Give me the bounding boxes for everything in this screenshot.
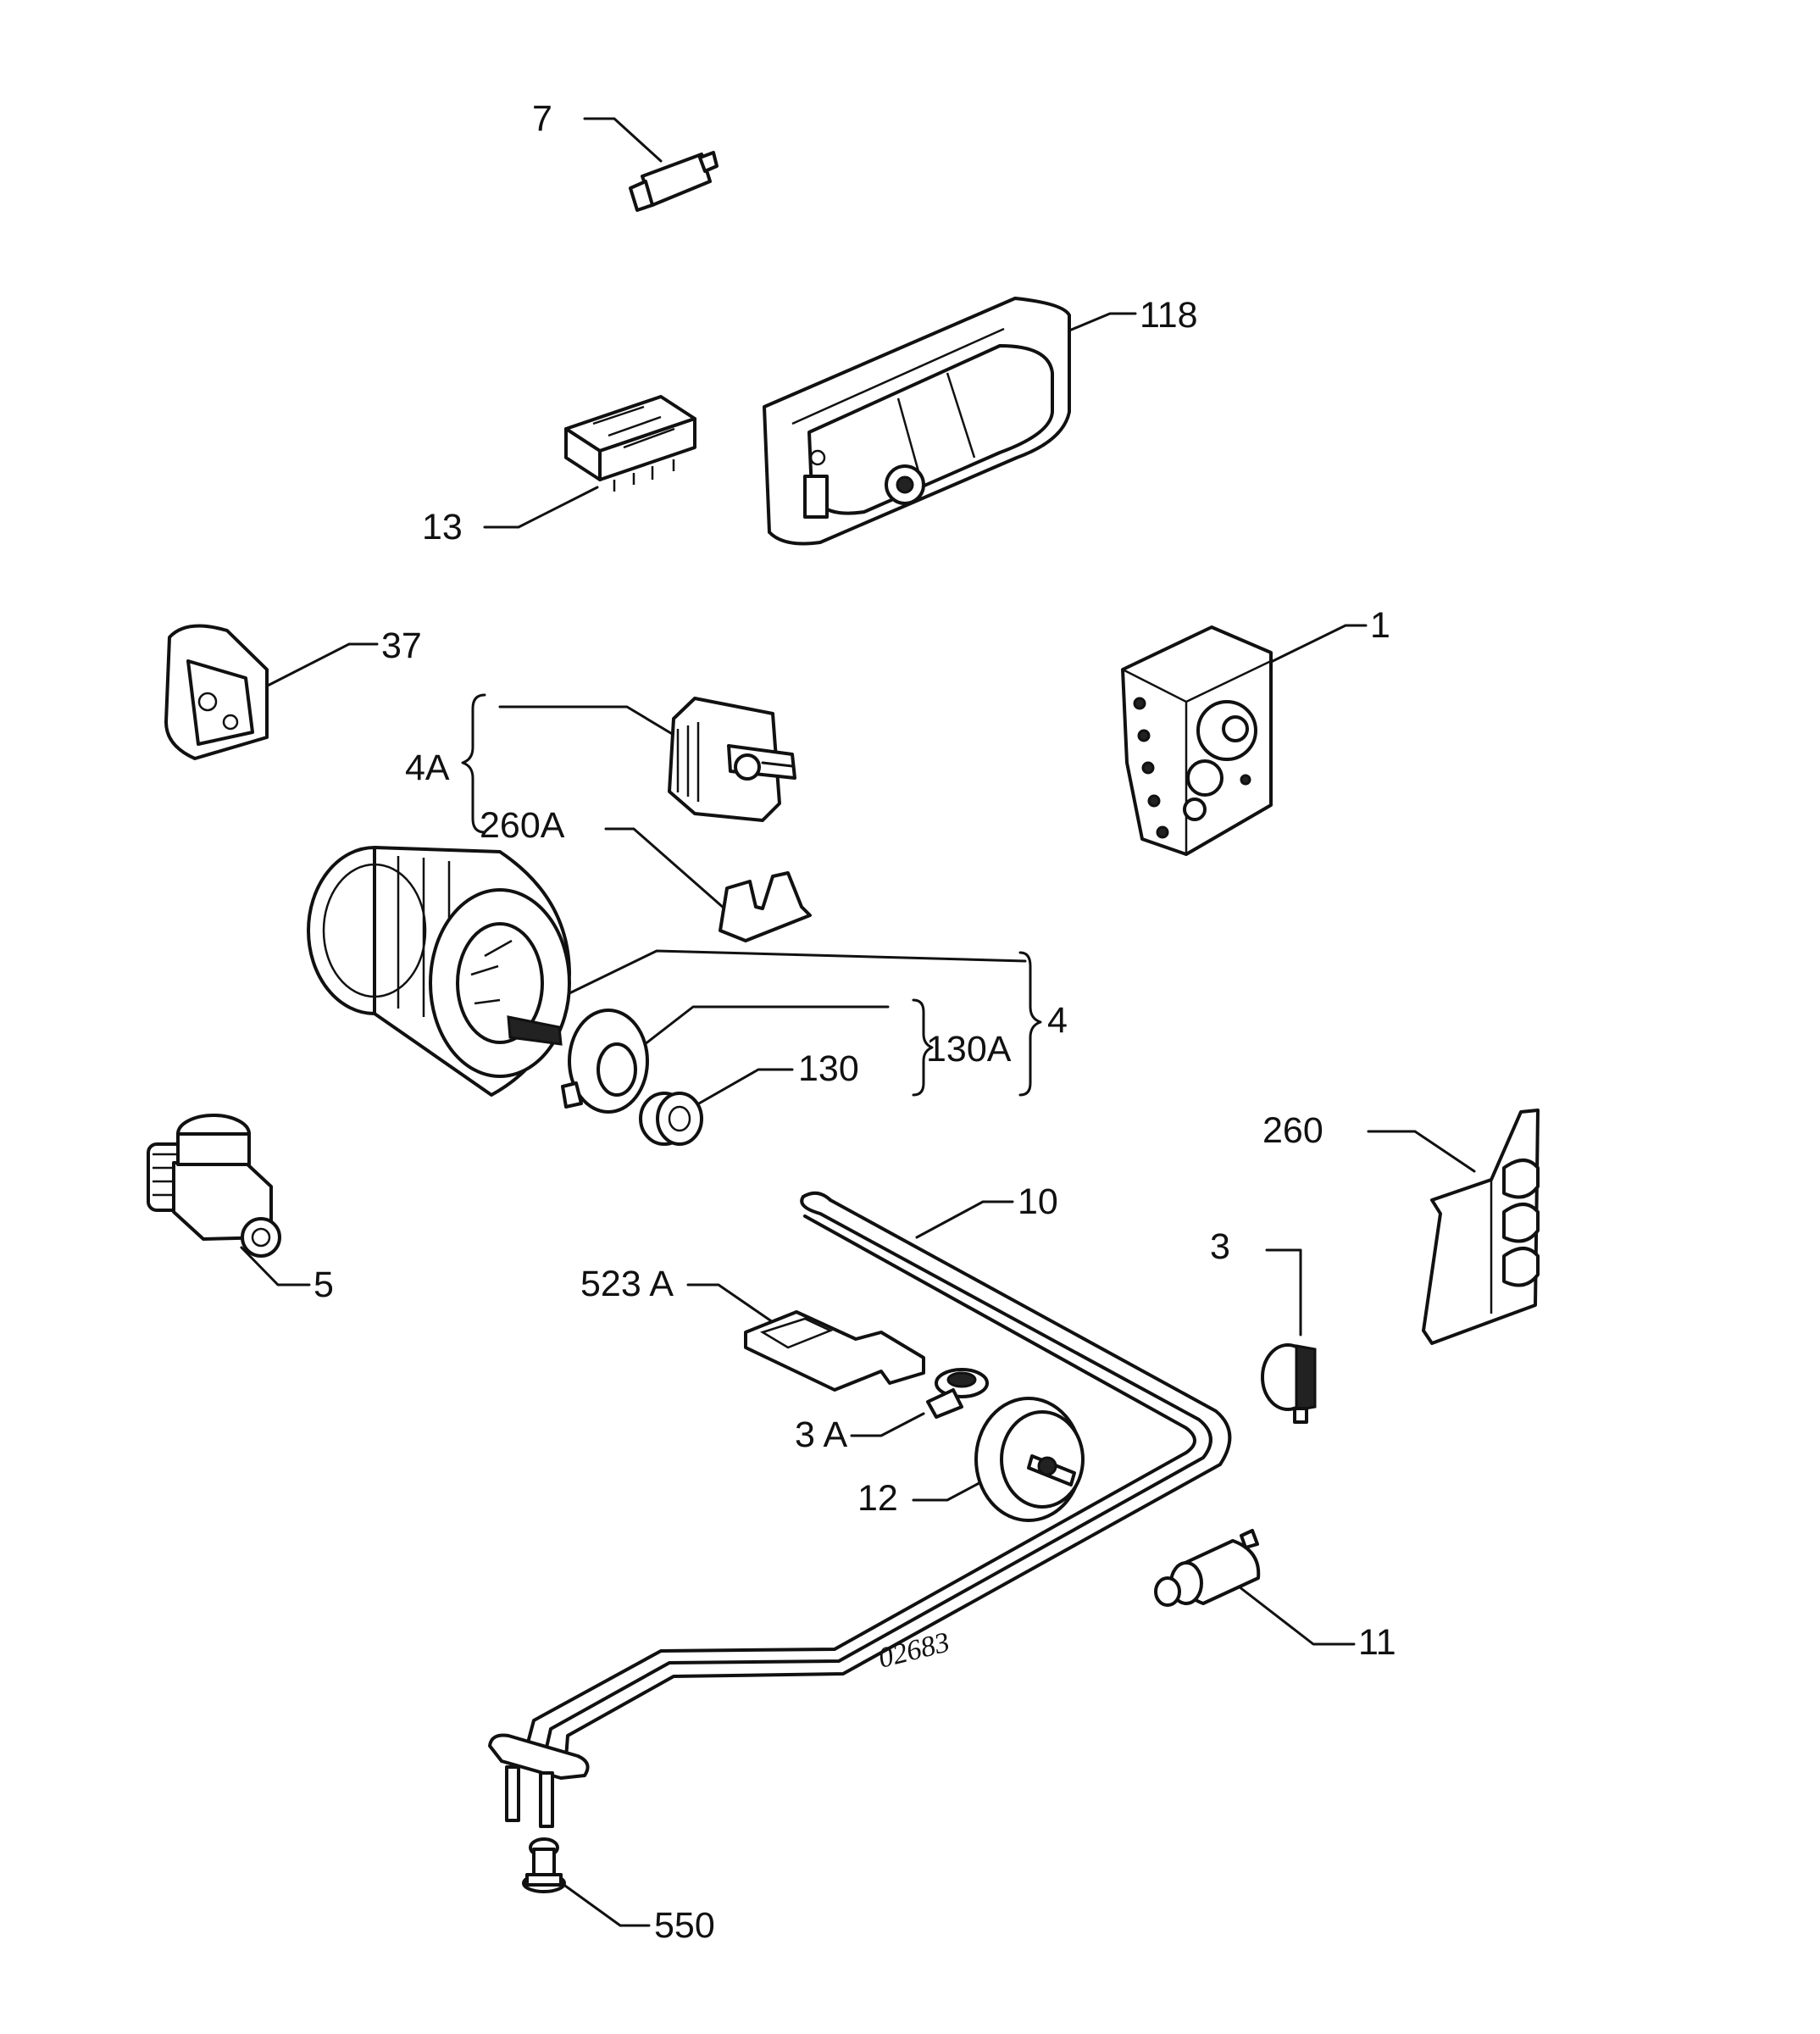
part-130a-pulley (561, 1009, 649, 1114)
label-12: 12 (857, 1478, 898, 1519)
part-260a-bracket (719, 871, 812, 942)
label-260: 260 (1262, 1110, 1323, 1151)
part-13-switch-block (564, 395, 696, 492)
part-118-dispenser (763, 297, 1071, 546)
label-118: 118 (1140, 295, 1198, 336)
part-11-capacitor (1154, 1529, 1261, 1607)
part-3-thermostat (1261, 1343, 1317, 1424)
label-3a: 3 A (795, 1414, 847, 1455)
label-7: 7 (532, 98, 552, 139)
part-550-plug (522, 1837, 566, 1893)
label-13: 13 (422, 507, 463, 547)
label-4: 4 (1047, 1000, 1068, 1041)
label-1: 1 (1370, 605, 1390, 646)
part-1-timer (1121, 625, 1273, 856)
label-523a: 523 A (580, 1264, 674, 1304)
label-550: 550 (654, 1905, 715, 1946)
part-7-switch (629, 151, 719, 212)
part-4a-fan-motor (668, 697, 796, 822)
part-4-motor (307, 846, 571, 1097)
part-37-cover (164, 624, 269, 760)
part-3a-thermostat (926, 1368, 989, 1419)
part-5-valve (147, 1114, 281, 1258)
label-4a: 4A (405, 747, 450, 788)
part-12-pressure-switch (974, 1397, 1085, 1522)
label-37: 37 (381, 625, 422, 666)
label-130a: 130A (926, 1029, 1012, 1070)
label-11: 11 (1358, 1622, 1396, 1663)
label-10: 10 (1018, 1181, 1058, 1222)
part-10-heating-element (488, 1191, 1232, 1828)
label-5: 5 (314, 1264, 334, 1305)
part-130-bushing (639, 1092, 703, 1146)
part-523a-plate (744, 1310, 925, 1392)
label-130: 130 (798, 1048, 859, 1089)
part-260-bracket (1422, 1109, 1540, 1345)
label-260a: 260A (480, 805, 565, 846)
label-3: 3 (1210, 1226, 1230, 1267)
leader-lines (240, 117, 1476, 1927)
